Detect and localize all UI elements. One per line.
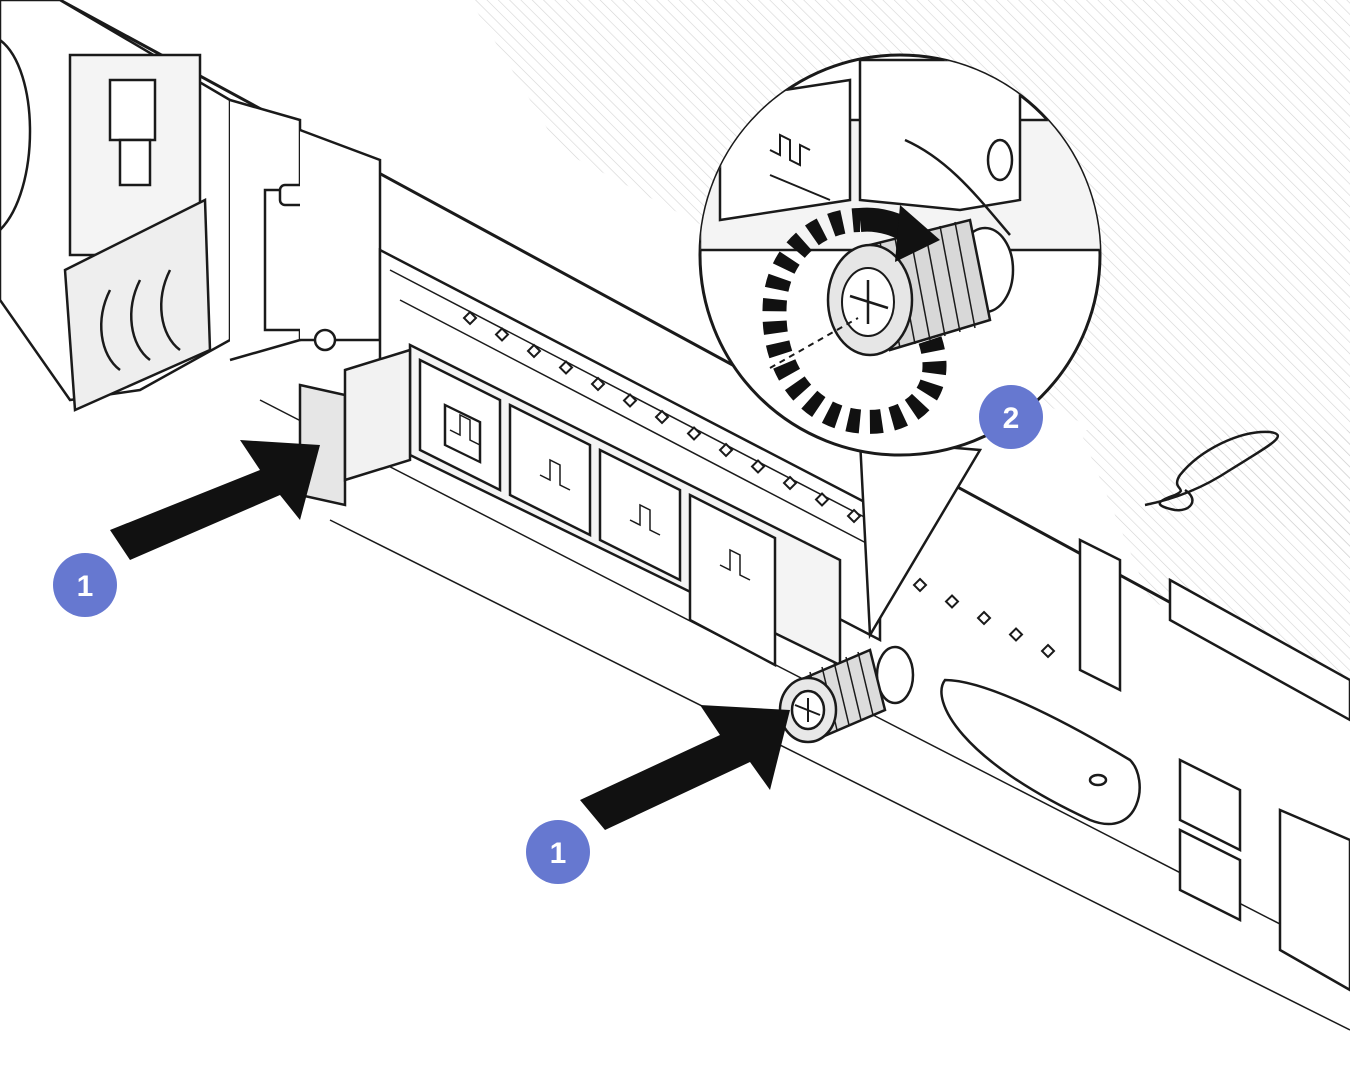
vent-hole [1040,643,1056,659]
cable-clip [1144,430,1279,512]
vent-hole [912,577,928,593]
step-1-right-label: 1 [550,837,567,870]
step-2-label: 2 [1003,402,1020,435]
vent-hole [1008,627,1024,642]
vent-hole [944,594,960,609]
vent-hole [846,508,862,524]
vent-hole [494,327,510,342]
zoom-detail [698,53,1102,640]
vent-hole [622,393,638,408]
vent-hole [686,426,702,441]
vent-hole [590,376,606,392]
vent-hole [526,343,542,359]
ethernet-adapter [408,342,842,668]
thumbscrew-icon [778,645,915,744]
vent-hole [750,459,766,474]
step-1-right-callout: 1 [526,820,590,884]
vent-hole [558,360,574,375]
power-supply-unit [0,0,382,412]
push-arrow-icon [110,440,320,560]
vent-holes-row-2 [912,577,1056,659]
vent-hole [976,610,992,626]
step-2-callout: 2 [979,385,1043,449]
vent-hole [654,409,670,425]
adapter-bracket-tab [298,348,412,507]
step-1-left-callout: 1 [53,553,117,617]
vent-hole [462,310,478,326]
step-1-left-label: 1 [77,570,94,603]
right-slot-bracket [940,537,1350,992]
push-arrow-icon [580,705,790,830]
vent-hole [814,492,830,507]
rotate-arrow-icon [762,205,947,434]
rj45-port-icon [688,492,777,668]
vent-holes-row [462,310,862,524]
vent-hole [718,442,734,458]
vent-hole [782,475,798,491]
